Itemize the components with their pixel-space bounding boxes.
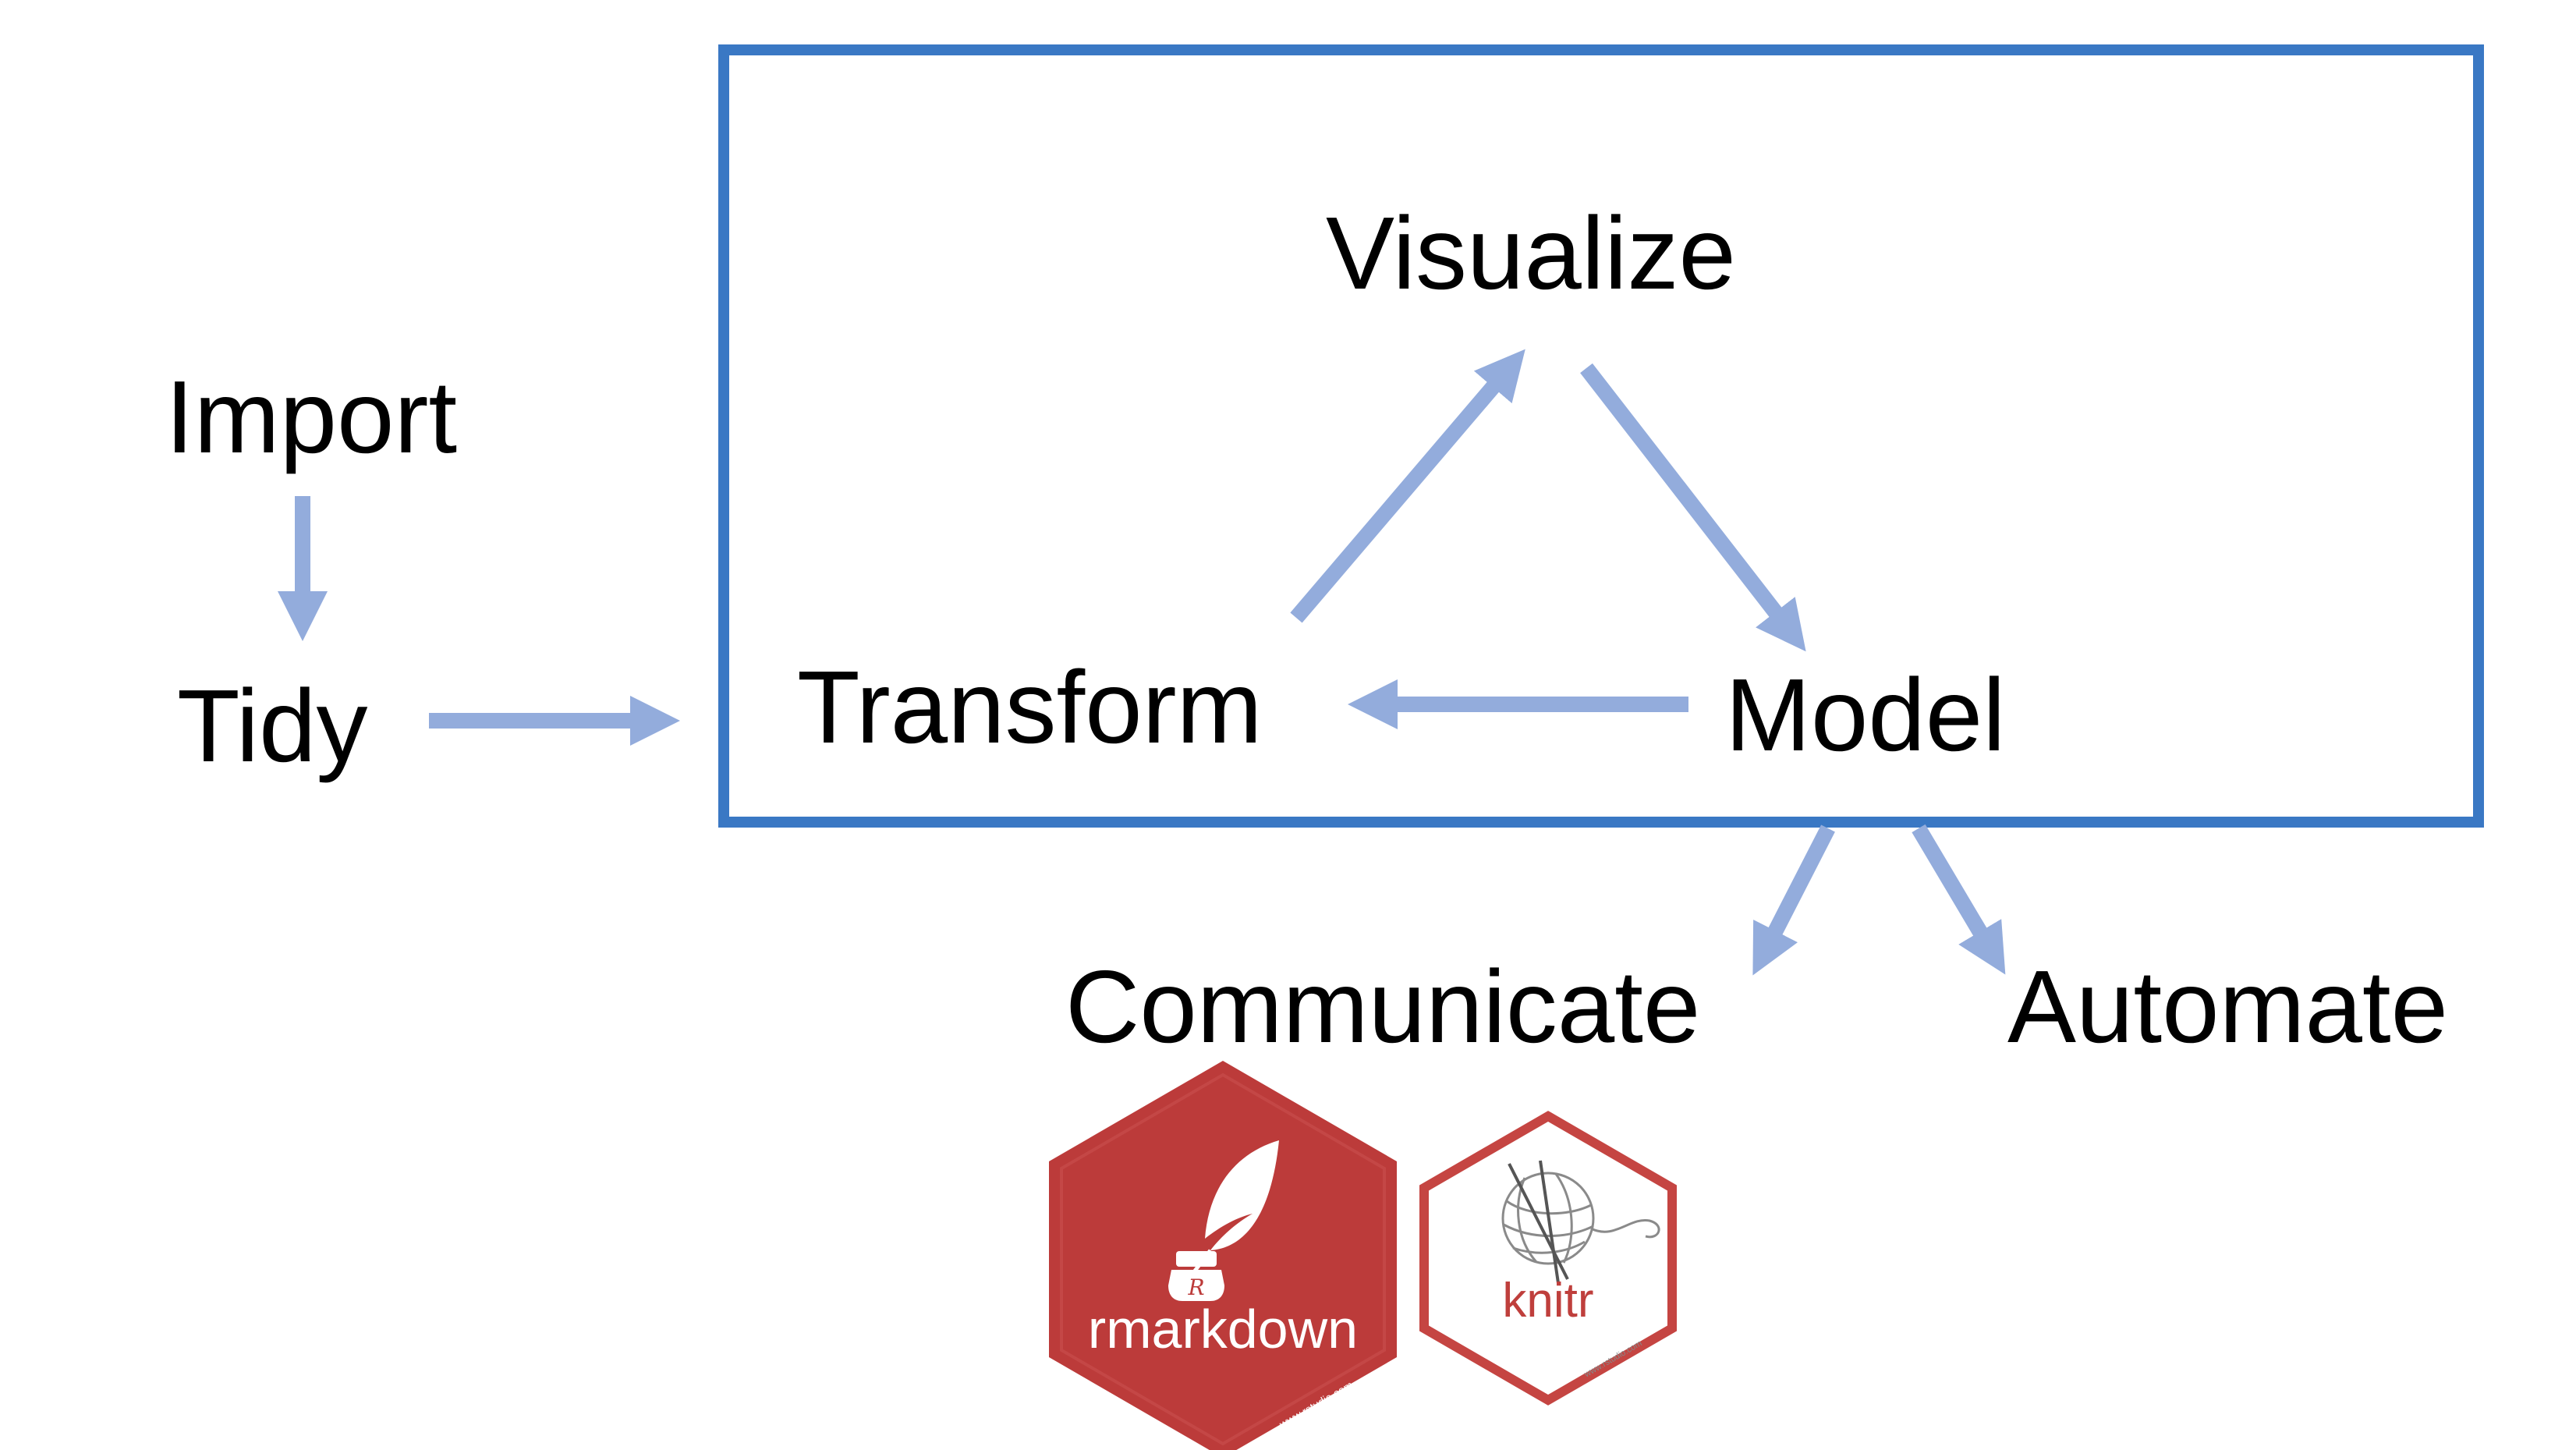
rmarkdown-hex-shape <box>1049 1061 1397 1450</box>
arrow-visualize-to-model <box>1580 363 1806 652</box>
rmarkdown-name: rmarkdown <box>1088 1299 1358 1360</box>
svg-text:R: R <box>1187 1275 1204 1300</box>
node-visualize: Visualize <box>1326 196 1736 310</box>
knitr-name: knitr <box>1502 1274 1593 1328</box>
explore-frame <box>718 44 2484 828</box>
arrow-transform-to-visualize <box>1290 349 1525 623</box>
yarn-ball-icon <box>1501 1160 1660 1284</box>
arrow-model-to-automate <box>1912 824 2006 975</box>
rmarkdown-logo: R rmarkdown www.rstudio.com <box>1049 1061 1397 1450</box>
arrow-model-to-communicate <box>1752 824 1835 976</box>
node-transform: Transform <box>797 650 1263 764</box>
node-automate: Automate <box>2007 949 2448 1064</box>
node-tidy: Tidy <box>177 668 367 783</box>
node-communicate: Communicate <box>1065 949 1700 1064</box>
knitr-logo: knitr www.rstudio.com <box>1419 1111 1677 1406</box>
node-import: Import <box>165 360 457 474</box>
arrows <box>277 349 2006 976</box>
knitr-hex-shape <box>1419 1111 1677 1406</box>
quill-inkwell-icon: R <box>1168 1140 1279 1301</box>
rmarkdown-hex-inner-edge <box>1060 1072 1386 1446</box>
node-model: Model <box>1725 658 2006 772</box>
